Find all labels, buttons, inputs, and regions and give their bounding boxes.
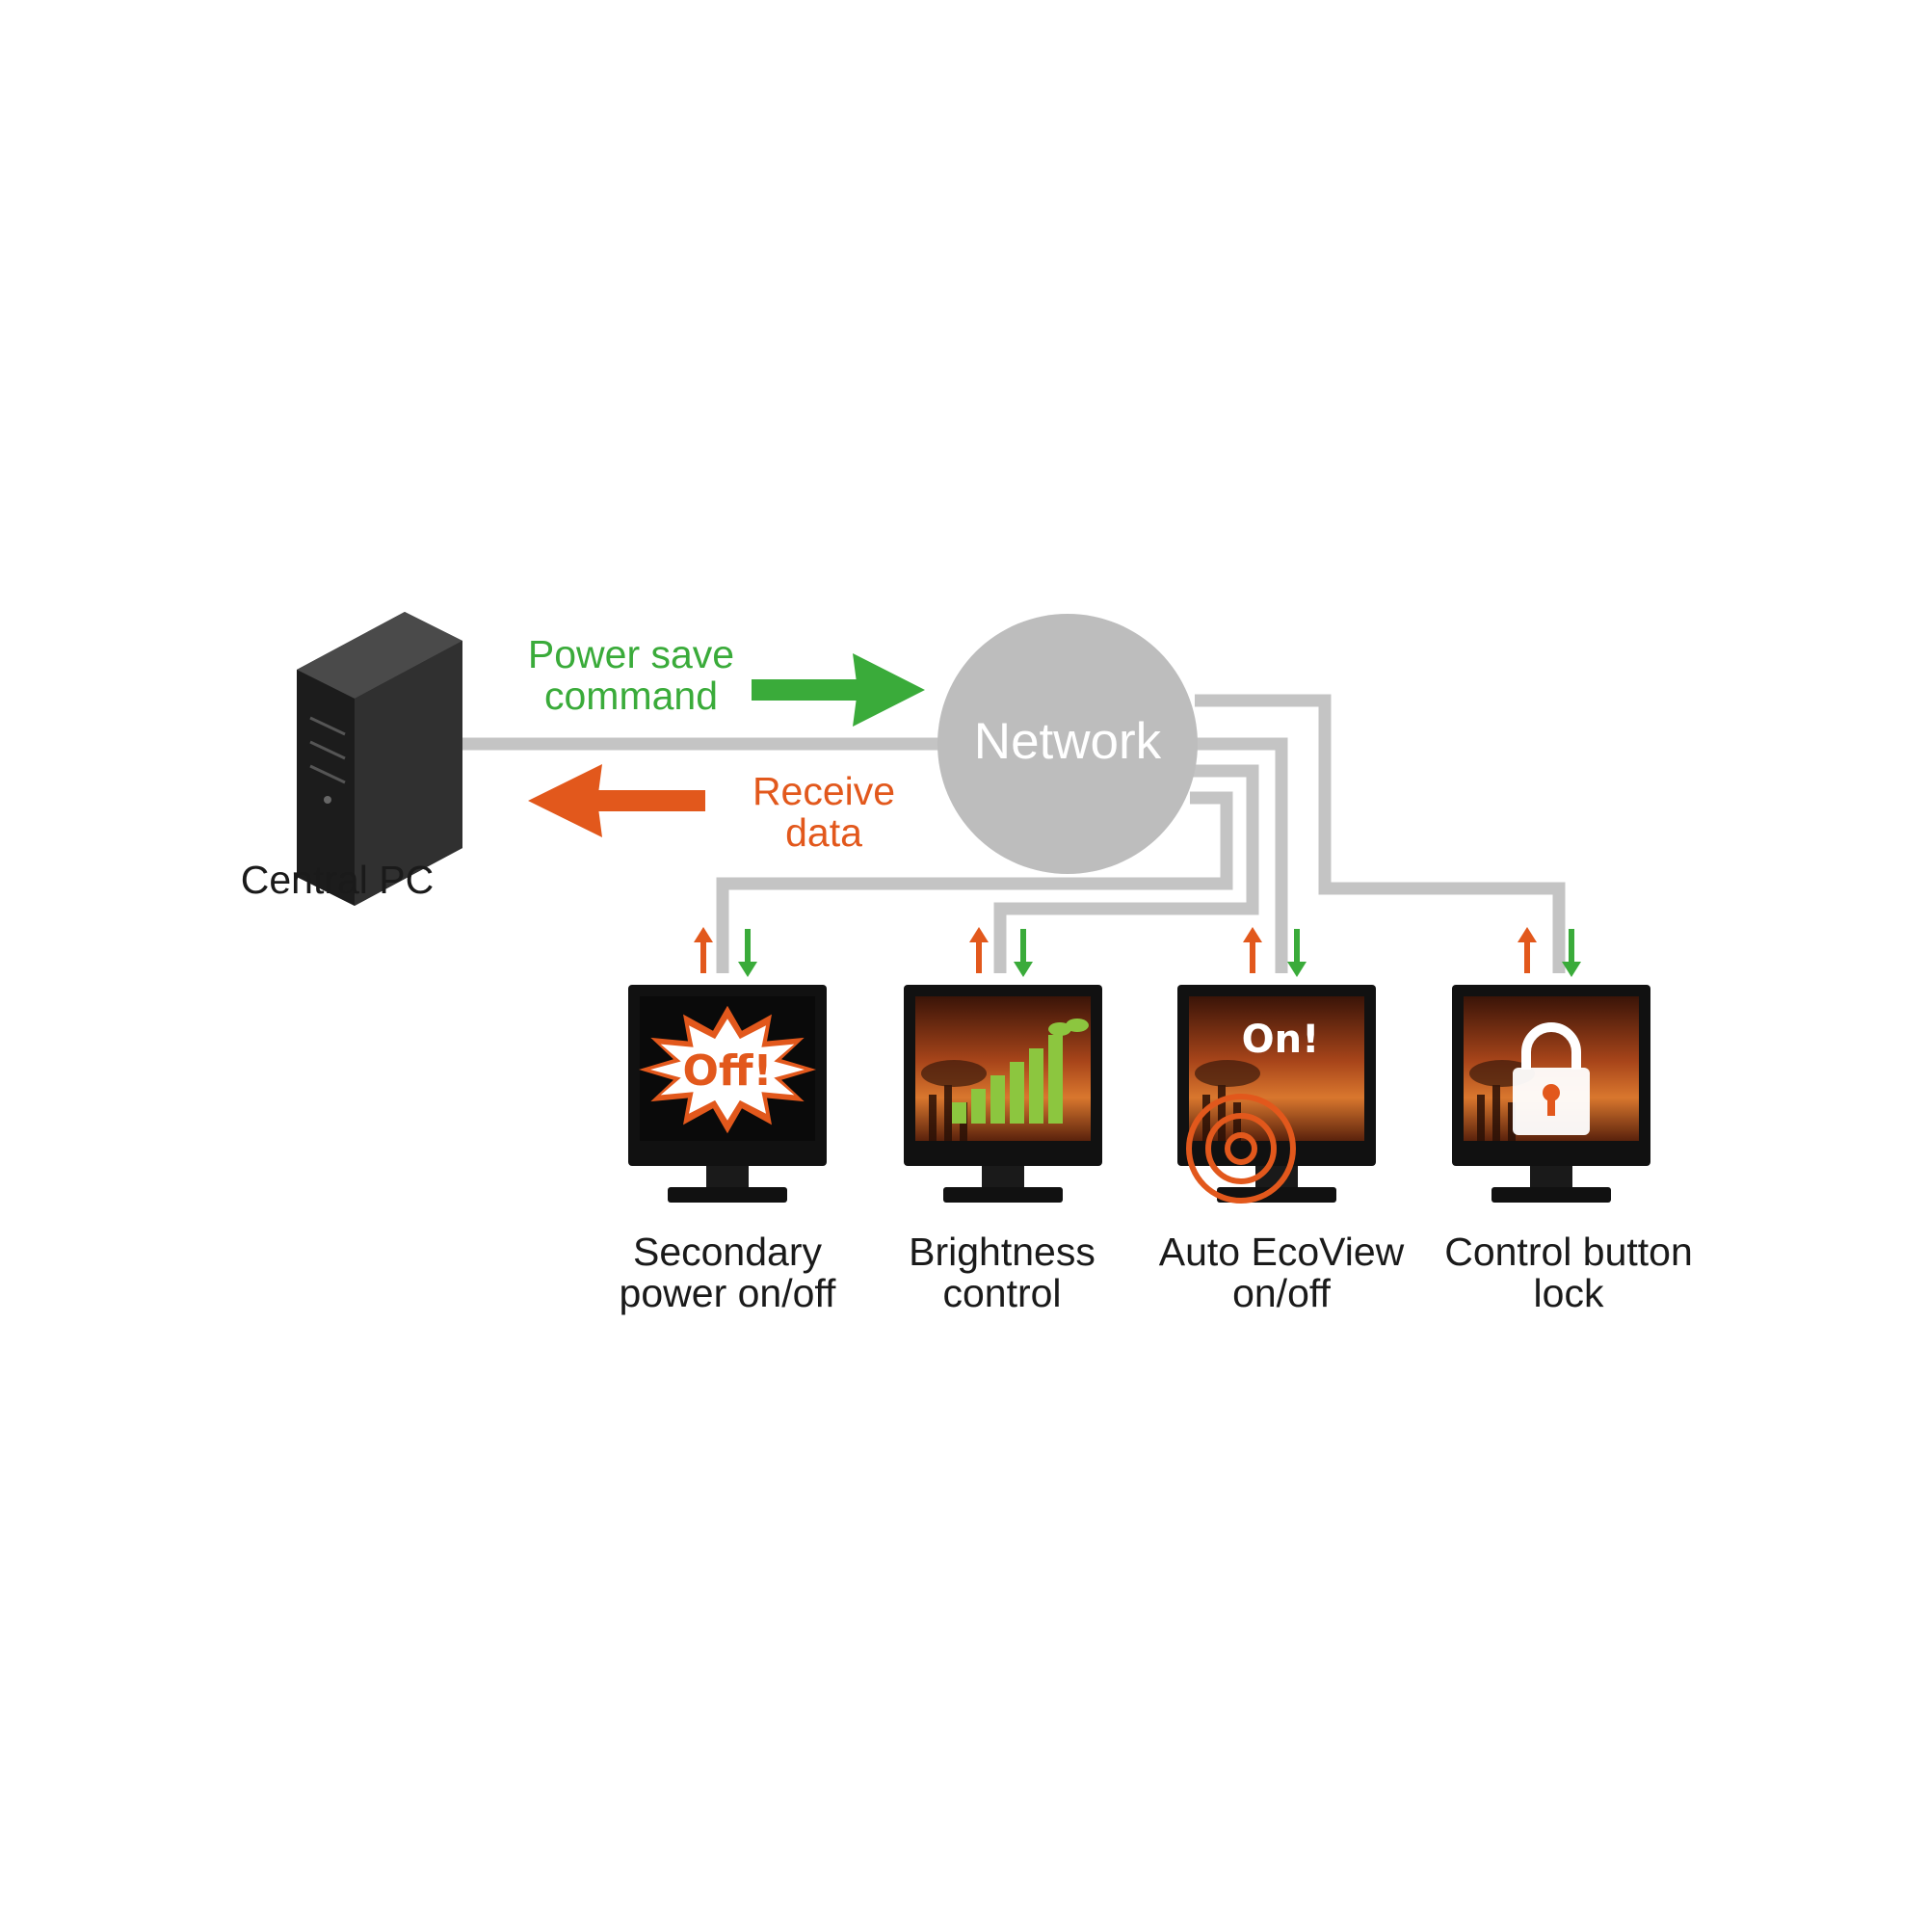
monitor-label-line: Control button bbox=[1444, 1230, 1693, 1274]
upload-arrow-icon bbox=[1518, 927, 1537, 973]
monitor-label-secondary-power: Secondary power on/off bbox=[588, 1231, 867, 1314]
monitor-label-brightness: Brightness control bbox=[862, 1231, 1142, 1314]
download-arrow-icon bbox=[738, 929, 757, 977]
receive-data-line-2: data bbox=[785, 810, 862, 856]
network-cables bbox=[462, 694, 1566, 973]
power-save-arrow bbox=[752, 653, 925, 727]
monitor-label-line: Auto EcoView bbox=[1158, 1230, 1405, 1274]
monitor-label-line: lock bbox=[1533, 1271, 1604, 1316]
download-arrow-icon bbox=[1014, 929, 1033, 977]
network-circle bbox=[937, 614, 1198, 874]
monitor-label-line: control bbox=[942, 1271, 1062, 1316]
download-arrow-icon bbox=[1287, 929, 1307, 977]
monitor-label-line: Brightness bbox=[909, 1230, 1095, 1274]
power-save-label: Power save command bbox=[501, 632, 761, 719]
central-pc-label: Central PC bbox=[240, 858, 435, 902]
monitor-label-line: Secondary bbox=[632, 1230, 822, 1274]
download-arrow-icon bbox=[1562, 929, 1581, 977]
monitor-secondary-power: Off! bbox=[628, 927, 827, 1203]
tower-pc-icon bbox=[297, 612, 462, 906]
cable-monitor-4 bbox=[1195, 694, 1566, 973]
monitor-brightness bbox=[904, 927, 1102, 1203]
sensor-icon bbox=[1186, 1094, 1296, 1204]
cable-monitor-2 bbox=[993, 764, 1259, 973]
monitor-label-auto-ecoview: Auto EcoView on/off bbox=[1137, 1231, 1426, 1314]
monitor-label-line: on/off bbox=[1232, 1271, 1331, 1316]
receive-data-arrow bbox=[528, 764, 705, 837]
monitor-label-control-lock: Control button lock bbox=[1424, 1231, 1713, 1314]
screen-text: Off! bbox=[682, 1046, 772, 1096]
monitor-auto-ecoview: On! bbox=[1177, 927, 1376, 1204]
screen-text: On! bbox=[1242, 1018, 1320, 1062]
monitors: Off! On! bbox=[628, 927, 1650, 1204]
network-node bbox=[937, 614, 1198, 874]
upload-arrow-icon bbox=[694, 927, 713, 973]
receive-data-label: Receive data bbox=[718, 769, 930, 856]
monitor-control-lock bbox=[1452, 927, 1650, 1203]
network-label: Network bbox=[973, 713, 1162, 770]
cable-monitor-1 bbox=[716, 791, 1233, 973]
upload-arrow-icon bbox=[1243, 927, 1262, 973]
power-save-line-1: Power save bbox=[527, 632, 735, 676]
brightness-bars-icon bbox=[952, 1035, 1063, 1124]
monitor-label-line: power on/off bbox=[619, 1271, 836, 1316]
padlock-icon bbox=[1513, 1022, 1590, 1135]
receive-data-line-1: Receive bbox=[752, 769, 896, 813]
power-save-line-2: command bbox=[543, 674, 718, 719]
cable-monitor-3 bbox=[1195, 737, 1288, 973]
upload-arrow-icon bbox=[969, 927, 989, 973]
